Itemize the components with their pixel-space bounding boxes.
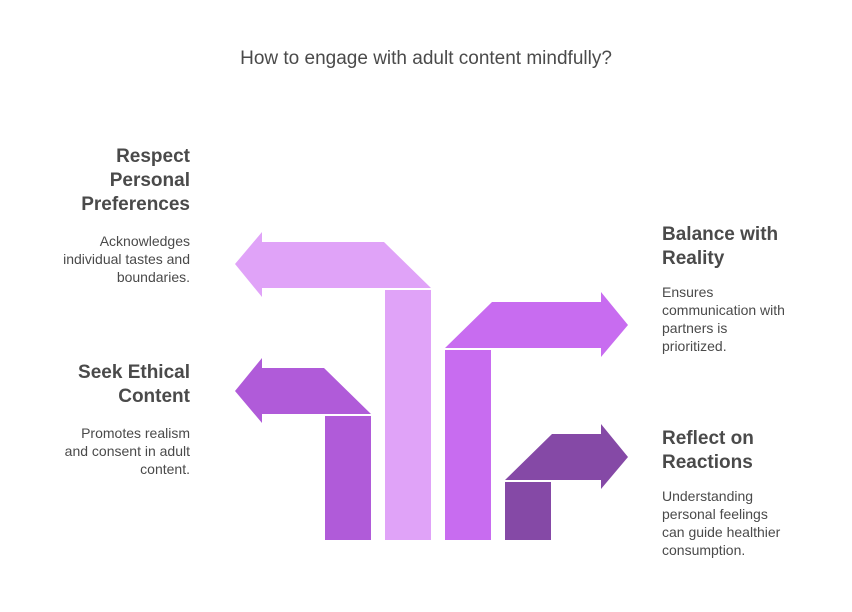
heading-line: Respect	[116, 146, 190, 167]
reflect-reactions-description: Understanding personal feelings can guid…	[662, 487, 780, 559]
heading-line: Balance with	[662, 224, 779, 245]
description-line: personal feelings	[662, 506, 768, 522]
heading-line: Preferences	[81, 194, 190, 215]
description-line: can guide healthier	[662, 524, 781, 540]
description-line: communication with	[662, 302, 785, 318]
ethical-content-arrowhead	[235, 358, 371, 423]
heading-line: Content	[118, 386, 190, 407]
description-line: Promotes realism	[81, 425, 190, 441]
description-line: individual tastes and	[63, 251, 190, 267]
description-line: partners is	[662, 320, 728, 336]
balance-reality-arrow	[445, 292, 628, 540]
ethical-content-heading: Seek Ethical Content	[78, 361, 190, 409]
description-line: and consent in adult	[64, 443, 190, 459]
description-line: prioritized.	[662, 338, 727, 354]
balance-reality-heading: Balance with Reality	[662, 223, 778, 271]
reflect-reactions-arrowhead	[505, 424, 628, 489]
ethical-content-column	[325, 416, 371, 540]
respect-preferences-description: Acknowledges individual tastes and bound…	[63, 232, 190, 286]
description-line: Understanding	[662, 488, 754, 504]
description-line: Acknowledges	[99, 233, 190, 249]
ethical-content-arrow	[235, 358, 371, 540]
heading-line: Reactions	[662, 452, 753, 473]
reflect-reactions-column	[505, 482, 551, 540]
respect-preferences-heading: Respect Personal Preferences	[81, 145, 190, 217]
description-line: boundaries.	[116, 269, 190, 285]
heading-line: Seek Ethical	[78, 362, 190, 383]
ethical-content-description: Promotes realism and consent in adult co…	[65, 424, 190, 478]
description-line: content.	[140, 461, 190, 477]
heading-line: Reality	[662, 248, 725, 269]
respect-preferences-arrow	[235, 232, 431, 540]
heading-line: Personal	[109, 170, 190, 191]
description-line: consumption.	[662, 542, 746, 558]
respect-preferences-column	[385, 290, 431, 540]
diagram-title: How to engage with adult content mindful…	[240, 48, 612, 69]
reflect-reactions-heading: Reflect on Reactions	[662, 427, 754, 475]
respect-preferences-arrowhead	[235, 232, 431, 297]
heading-line: Reflect on	[662, 428, 754, 449]
balance-reality-description: Ensures communication with partners is p…	[662, 283, 785, 355]
balance-reality-column	[445, 350, 491, 540]
description-line: Ensures	[662, 284, 714, 300]
reflect-reactions-arrow	[505, 424, 628, 540]
balance-reality-arrowhead	[445, 292, 628, 357]
